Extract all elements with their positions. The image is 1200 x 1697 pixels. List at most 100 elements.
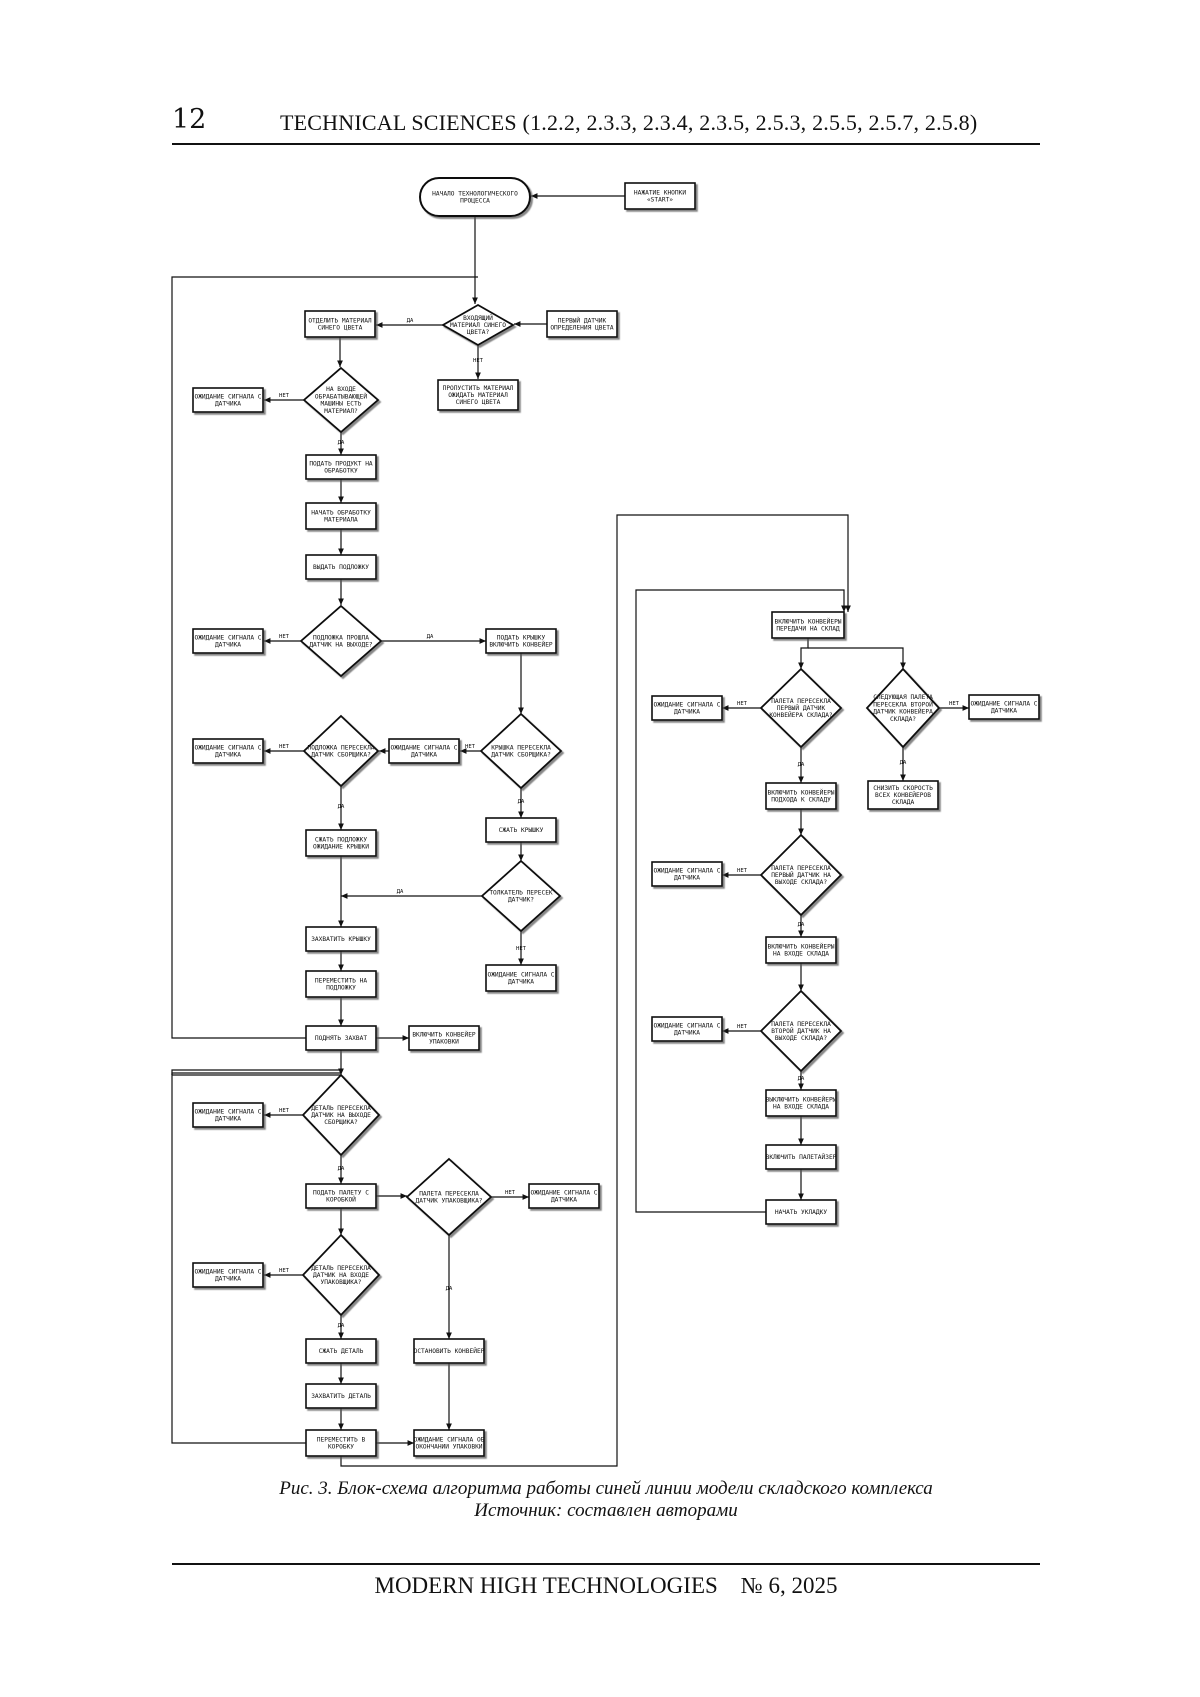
process-shape	[192, 738, 264, 764]
decision-shape	[302, 714, 380, 788]
node-text-line: ОЖИДАНИЕ СИГНАЛА С	[194, 634, 261, 641]
flow-node-grab-lid: ЗАХВАТИТЬ КРЫШКУ	[305, 926, 377, 952]
node-text-line: НА ВХОДЕ СКЛАДА	[773, 951, 829, 958]
edge-label-yes: ДА	[407, 318, 414, 324]
decision-shape	[405, 1157, 493, 1237]
node-text-line: ОПРЕДЕЛЕНИЯ ЦВЕТА	[550, 325, 614, 332]
journal-issue: № 6, 2025	[740, 1573, 838, 1598]
process-shape	[765, 782, 837, 810]
node-text-line: ОЖИДАНИЕ СИГНАЛА С	[194, 393, 261, 400]
node-text-line: ДЕТАЛЬ ПЕРЕСЕКЛА	[311, 1105, 371, 1112]
process-shape	[413, 1429, 485, 1457]
node-text-line: ОЖИДАНИЕ СИГНАЛА С	[653, 1022, 720, 1029]
node-text-line: ПАЛЕТА ПЕРЕСЕКЛА	[771, 698, 831, 705]
node-text-line: ПЕРЕМЕСТИТЬ НА	[315, 977, 367, 984]
node-text-line: ДАТЧИКА	[215, 1276, 241, 1283]
node-text-line: СНИЗИТЬ СКОРОСТЬ	[873, 785, 933, 792]
process-shape	[546, 310, 618, 338]
edge-label-no: НЕТ	[279, 393, 290, 399]
node-text-line: НА ВХОДЕ СКЛАДА	[773, 1104, 829, 1111]
node-text-line: ВКЛЮЧИТЬ КОНВЕЙЕР	[412, 1029, 476, 1038]
process-shape	[305, 454, 377, 480]
edge-label-yes: ДА	[798, 762, 805, 768]
node-text-line: ЗАХВАТИТЬ КРЫШКУ	[311, 936, 371, 943]
node-text-line: ДАТЧИКА	[991, 708, 1017, 715]
connector	[808, 647, 906, 669]
node-text-line: ОТДЕЛИТЬ МАТЕРИАЛ	[308, 317, 372, 324]
node-text-line: ПРОПУСТИТЬ МАТЕРИАЛ	[443, 385, 514, 392]
process-shape	[192, 628, 264, 654]
node-text-line: ОЖИДАНИЕ СИГНАЛА С	[194, 744, 261, 751]
node-text-line: ДАТЧИКА	[674, 709, 700, 716]
node-text-line: ДЕТАЛЬ ПЕРЕСЕКЛА	[311, 1265, 371, 1272]
process-shape	[765, 1144, 837, 1170]
node-text-line: ПОДАТЬ ПРОДУКТ НА	[309, 460, 373, 467]
node-text-line: ОЖИДАНИЕ СИГНАЛА С	[970, 700, 1037, 707]
process-shape	[305, 926, 377, 952]
node-text-line: НАЧАЛО ТЕХНОЛОГИЧЕСКОГО	[432, 190, 518, 197]
process-shape	[651, 695, 723, 721]
node-text-line: ВКЛЮЧИТЬ КОНВЕЙЕРЫ	[774, 616, 841, 625]
node-text-line: ДАТЧИК КОНВЕЙЕРА	[873, 707, 933, 716]
node-text-line: ДАТЧИКА	[215, 401, 241, 408]
node-text-line: ПОДАТЬ ПАЛЕТУ С	[313, 1189, 369, 1196]
process-shape	[437, 379, 519, 411]
node-text-line: ДАТЧИК НА ВЫХОДЕ?	[309, 642, 373, 649]
decision-shape	[759, 989, 843, 1073]
node-text-line: «START»	[647, 197, 673, 204]
edge-label-no: НЕТ	[473, 358, 484, 364]
flow-node-stack: НАЧАТЬ УКЛАДКУ	[765, 1199, 837, 1225]
edge-label-no: НЕТ	[505, 1190, 516, 1196]
edge-label-no: НЕТ	[516, 946, 527, 952]
loop-connector	[171, 276, 478, 1039]
decision-shape	[302, 366, 380, 434]
node-text-line: ОСТАНОВИТЬ КОНВЕЙЕР	[414, 1346, 485, 1355]
connector	[171, 1050, 342, 1075]
node-text-line: УПАКОВЩИКА?	[321, 1279, 362, 1286]
flow-node-start-btn: НАЖАТИЕ КНОПКИ«START»	[624, 182, 696, 210]
node-text-line: ДАТЧИК УПАКОВЩИКА?	[415, 1198, 482, 1205]
node-text-line: ПЕРЕДАЧИ НА СКЛАД	[776, 626, 840, 633]
decision-shape	[865, 667, 941, 749]
node-text-line: ПРОЦЕССА	[460, 198, 490, 205]
node-text-line: МАТЕРИАЛ СИНЕГО	[450, 322, 506, 329]
node-text-line: ДАТЧИКА	[215, 642, 241, 649]
process-shape	[485, 628, 557, 654]
node-text-line: ВКЛЮЧИТЬ КОНВЕЙЕРЫ	[767, 787, 834, 796]
page-number: 12	[172, 104, 207, 135]
process-shape	[765, 1199, 837, 1225]
edge-label-yes: ДА	[338, 804, 345, 810]
process-shape	[305, 1383, 377, 1409]
node-text-line: КОРОБКОЙ	[326, 1195, 356, 1204]
node-text-line: МАШИНЫ ЕСТЬ	[321, 401, 362, 408]
node-text-line: ВЫХОДЕ СКЛАДА?	[775, 1035, 827, 1042]
journal-section-title: TECHNICAL SCIENCES (1.2.2, 2.3.3, 2.3.4,…	[280, 110, 978, 135]
process-shape	[485, 817, 557, 843]
edge-label-yes: ДА	[900, 760, 907, 766]
process-shape	[305, 970, 377, 998]
flow-node-stop-conv: ОСТАНОВИТЬ КОНВЕЙЕР	[413, 1338, 485, 1364]
bridge-connector	[340, 514, 851, 1467]
node-text-line: ДАТЧИК СБОРЩИКА?	[491, 752, 551, 759]
node-text-line: СИНЕГО ЦВЕТА	[318, 325, 363, 332]
node-text-line: УПАКОВКИ	[429, 1039, 459, 1046]
figure-source: Источник: составлен авторами	[474, 1500, 738, 1521]
node-text-line: ОКОНЧАНИИ УПАКОВКИ	[415, 1444, 482, 1451]
process-shape	[305, 1025, 377, 1051]
node-text-line: МАТЕРИАЛ?	[324, 408, 358, 415]
edge-label-yes: ДА	[338, 1323, 345, 1329]
edge-label-no: НЕТ	[279, 1108, 290, 1114]
process-shape	[765, 936, 837, 964]
